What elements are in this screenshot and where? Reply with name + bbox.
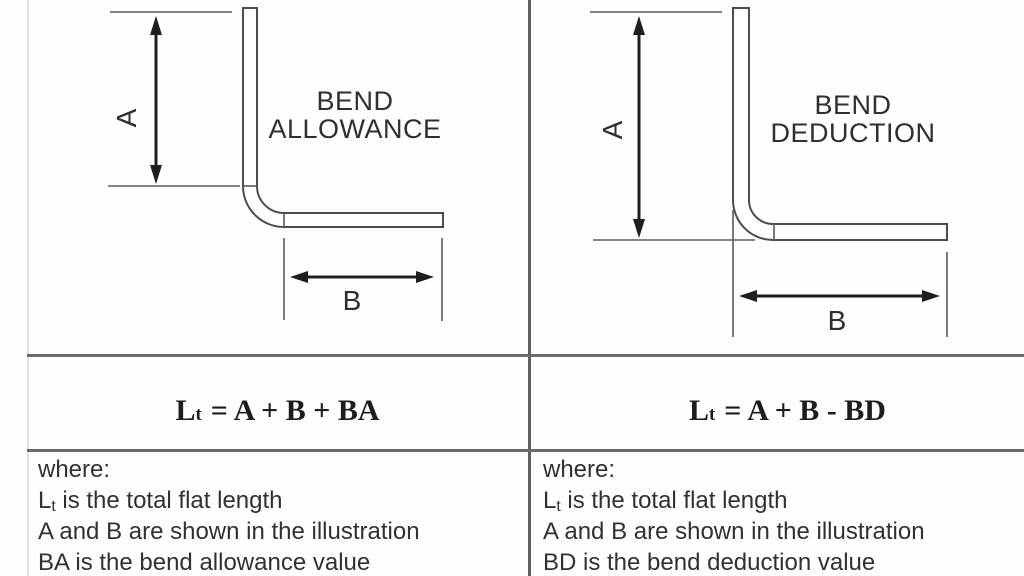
bend-deduction-notes: where: Lt is the total flat length A and… xyxy=(543,454,1013,576)
note-variable: L xyxy=(38,487,52,514)
note-where: where: xyxy=(38,456,111,483)
bent-part-outline xyxy=(732,7,948,241)
note-total-flat-length: Lt is the total flat length xyxy=(543,485,1013,516)
panel-title-line1: BEND xyxy=(814,90,891,120)
formula-expression: = A + B - BD xyxy=(724,394,886,427)
dim-b-label: B xyxy=(343,285,362,316)
dim-a-arrowhead-top xyxy=(633,16,645,35)
dim-a-arrowhead-bottom xyxy=(150,165,162,184)
note-variable-subscript: t xyxy=(51,497,56,515)
note-bd-value: BD is the bend deduction value xyxy=(543,549,876,576)
column-divider xyxy=(528,0,531,576)
row-divider-top xyxy=(27,354,1024,357)
dim-b-arrowhead-left xyxy=(290,271,308,283)
bend-allowance-diagram: A B BEND ALLOWANCE xyxy=(108,7,444,321)
table-left-border xyxy=(27,0,29,576)
note-a-and-b: A and B are shown in the illustration xyxy=(543,518,925,545)
note-where: where: xyxy=(543,456,616,483)
bend-allowance-notes: where: Lt is the total flat length A and… xyxy=(38,454,518,576)
bent-part-outline xyxy=(242,7,444,228)
note-variable-subscript: t xyxy=(556,497,561,515)
dim-a-arrowhead-top xyxy=(150,16,162,35)
note-ba-value: BA is the bend allowance value xyxy=(38,549,371,576)
panel-title-line2: DEDUCTION xyxy=(771,118,936,148)
dim-b-arrowhead-right xyxy=(922,290,940,302)
note-total-flat-length: Lt is the total flat length xyxy=(38,485,518,516)
formula-variable: L xyxy=(689,394,710,427)
dim-b-arrowhead-left xyxy=(739,290,757,302)
note-variable-description: is the total flat length xyxy=(560,487,788,514)
formula-variable: L xyxy=(175,394,196,427)
bend-deduction-diagram: A B BEND DEDUCTION xyxy=(590,7,948,337)
dim-a-label: A xyxy=(111,108,142,127)
dim-b-arrowhead-right xyxy=(416,271,434,283)
note-variable: L xyxy=(543,487,557,514)
note-a-and-b: A and B are shown in the illustration xyxy=(38,518,420,545)
panel-title-line1: BEND xyxy=(316,86,393,116)
row-divider-bottom xyxy=(27,449,1024,452)
note-variable-description: is the total flat length xyxy=(55,487,283,514)
dim-b-label: B xyxy=(828,305,847,336)
panel-title-line2: ALLOWANCE xyxy=(268,114,441,144)
formula-expression: = A + B + BA xyxy=(210,394,380,427)
dim-a-label: A xyxy=(597,120,628,139)
dim-a-arrowhead-bottom xyxy=(633,219,645,238)
